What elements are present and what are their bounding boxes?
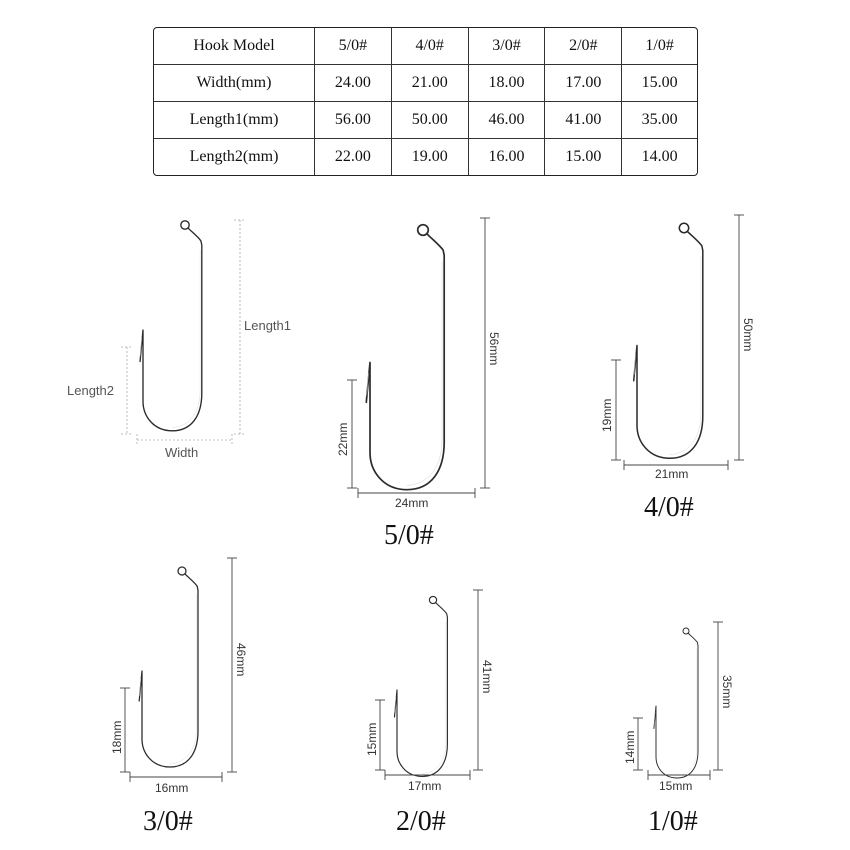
hook-icon bbox=[653, 627, 699, 779]
table-cell: 5/0# bbox=[315, 28, 392, 65]
table-row: Length1(mm) 56.00 50.00 46.00 41.00 35.0… bbox=[154, 102, 697, 139]
length1-value: 46mm bbox=[234, 643, 248, 676]
table-cell: 24.00 bbox=[315, 65, 392, 102]
table-cell: 15.00 bbox=[545, 139, 623, 175]
width-value: 21mm bbox=[655, 467, 688, 481]
length2-value: 14mm bbox=[623, 731, 637, 764]
hook-icon bbox=[138, 566, 199, 768]
length2-value: 22mm bbox=[336, 423, 350, 456]
hook-model-label: 3/0# bbox=[143, 806, 193, 837]
length1-value: 56mm bbox=[487, 332, 501, 365]
table-cell: Length2(mm) bbox=[154, 139, 315, 175]
hook-icon bbox=[393, 595, 448, 777]
table-cell: 17.00 bbox=[545, 65, 623, 102]
table-cell: 18.00 bbox=[468, 65, 546, 102]
spec-table: Hook Model 5/0# 4/0# 3/0# 2/0# 1/0# Widt… bbox=[153, 27, 698, 176]
hook-icon bbox=[632, 222, 704, 460]
table-cell: 41.00 bbox=[545, 102, 623, 139]
hook-3-0: 46mm 18mm 16mm 3/0# bbox=[110, 557, 248, 837]
table-cell: 56.00 bbox=[315, 102, 392, 139]
hook-1-0: 35mm 14mm 15mm 1/0# bbox=[623, 621, 734, 837]
width-value: 17mm bbox=[408, 779, 441, 793]
hook-icon bbox=[365, 223, 446, 491]
table-cell: 3/0# bbox=[468, 28, 546, 65]
table-cell: 4/0# bbox=[391, 28, 469, 65]
length2-value: 15mm bbox=[365, 723, 379, 756]
hook-model-label: 1/0# bbox=[648, 806, 698, 837]
length2-label: Length2 bbox=[67, 383, 114, 398]
table-cell: 14.00 bbox=[641, 148, 678, 165]
length2-value: 19mm bbox=[600, 399, 614, 432]
table-cell: 16.00 bbox=[469, 139, 546, 175]
table-cell: 35.00 bbox=[622, 102, 697, 139]
length1-label: Length1 bbox=[244, 318, 291, 333]
width-value: 16mm bbox=[155, 781, 188, 795]
length2-value: 18mm bbox=[110, 721, 124, 754]
table-cell: 15.00 bbox=[622, 65, 697, 102]
table-cell: 1/0# bbox=[622, 28, 697, 65]
hook-model-label: 5/0# bbox=[384, 520, 434, 551]
table-header-row: Hook Model 5/0# 4/0# 3/0# 2/0# 1/0# bbox=[154, 28, 697, 65]
table-cell: 21.00 bbox=[391, 65, 469, 102]
table-cell: Length1(mm) bbox=[154, 102, 315, 139]
table-cell: Hook Model bbox=[154, 28, 315, 65]
length1-value: 41mm bbox=[480, 660, 494, 693]
hook-model-label: 2/0# bbox=[396, 806, 446, 837]
hook-4-0: 50mm 19mm 21mm 4/0# bbox=[600, 214, 755, 523]
reference-hook: Length1 Length2 Width bbox=[67, 219, 291, 460]
table-cell: 50.00 bbox=[391, 102, 469, 139]
table-cell: Width(mm) bbox=[154, 65, 315, 102]
width-label: Width bbox=[165, 445, 198, 460]
table-row: Length2(mm) 22.00 19.00 16.00 15.00 14.0… bbox=[154, 139, 697, 175]
table-cell: 46.00 bbox=[468, 102, 546, 139]
hook-model-label: 4/0# bbox=[644, 492, 694, 523]
hook-5-0: 56mm 22mm 24mm 5/0# bbox=[336, 217, 501, 551]
hook-icon bbox=[139, 220, 203, 432]
width-value: 15mm bbox=[659, 779, 692, 793]
table-cell: 19.00 bbox=[392, 139, 469, 175]
length1-value: 35mm bbox=[720, 675, 734, 708]
width-value: 24mm bbox=[395, 496, 428, 510]
length1-value: 50mm bbox=[741, 318, 755, 351]
table-cell: 22.00 bbox=[315, 139, 392, 175]
table-cell: 2/0# bbox=[545, 28, 623, 65]
table-row: Width(mm) 24.00 21.00 18.00 17.00 15.00 bbox=[154, 65, 697, 102]
hook-2-0: 41mm 15mm 17mm 2/0# bbox=[365, 589, 494, 837]
